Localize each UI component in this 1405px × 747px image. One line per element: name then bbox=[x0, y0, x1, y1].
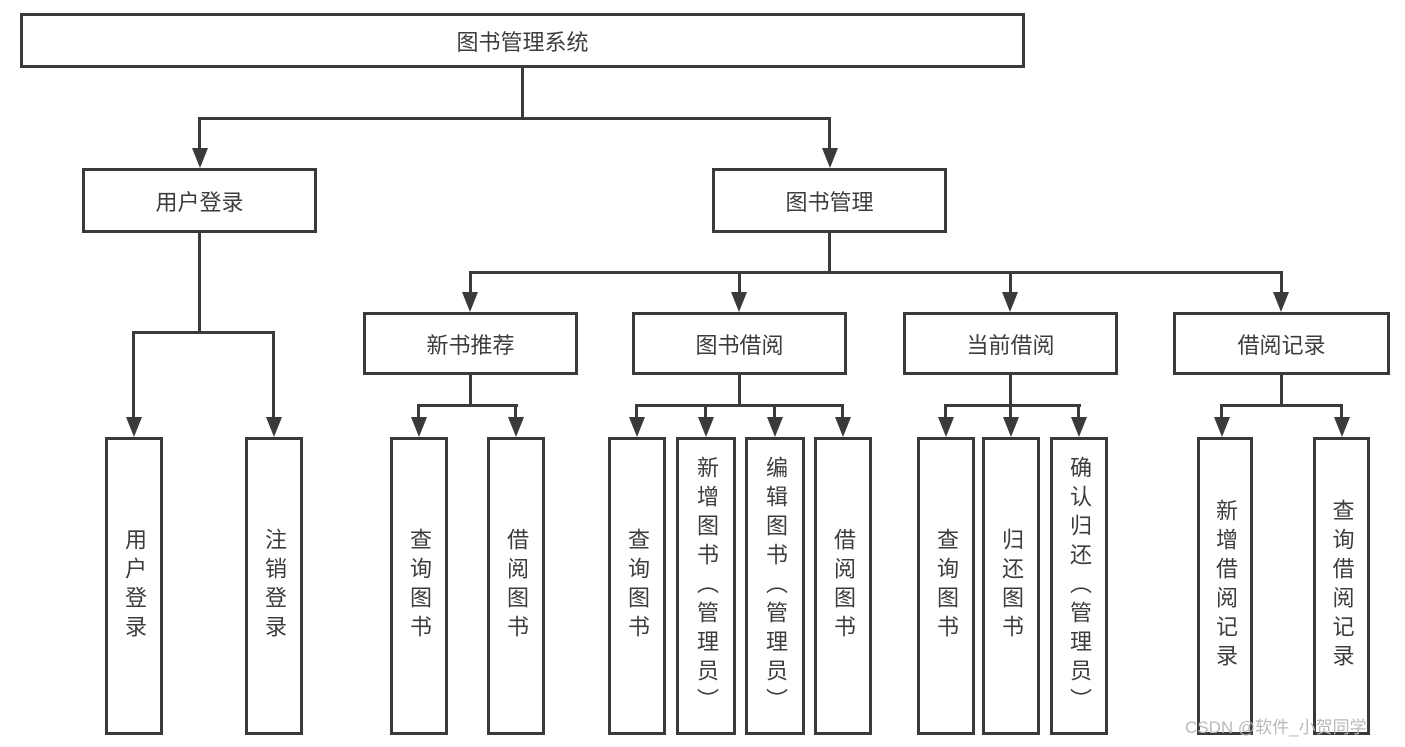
leaf-label: 查询图书 bbox=[625, 528, 650, 644]
connector-line bbox=[828, 233, 831, 274]
connector-line bbox=[198, 233, 201, 334]
connector-line bbox=[469, 375, 472, 407]
arrowhead-down-icon bbox=[266, 417, 282, 437]
leaf-edit-book-admin: 编辑图书（管理员） bbox=[745, 437, 805, 735]
connector-line bbox=[469, 271, 472, 293]
leaf-confirm-return-admin: 确认归还（管理员） bbox=[1050, 437, 1108, 735]
leaf-label: 查询图书 bbox=[407, 528, 432, 644]
arrowhead-down-icon bbox=[1071, 417, 1087, 437]
arrowhead-down-icon bbox=[126, 417, 142, 437]
leaf-query-borrow-record: 查询借阅记录 bbox=[1313, 437, 1370, 735]
arrowhead-down-icon bbox=[1214, 417, 1230, 437]
node-label: 当前借阅 bbox=[966, 332, 1055, 358]
connector-line bbox=[1280, 271, 1283, 293]
connector-line bbox=[1077, 404, 1080, 418]
arrowhead-down-icon bbox=[1273, 292, 1289, 312]
node-label: 图书借阅 bbox=[695, 332, 784, 358]
node-book-management: 图书管理 bbox=[712, 168, 947, 233]
connector-line bbox=[514, 404, 517, 418]
connector-line bbox=[198, 117, 201, 149]
connector-line bbox=[635, 404, 638, 418]
connector-line bbox=[1009, 375, 1012, 407]
connector-line bbox=[944, 404, 1081, 407]
node-label: 图书管理系统 bbox=[456, 29, 589, 55]
leaf-label: 归还图书 bbox=[999, 528, 1024, 644]
leaf-add-book-admin: 新增图书（管理员） bbox=[676, 437, 736, 735]
connector-line bbox=[469, 271, 1283, 274]
node-user-login: 用户登录 bbox=[82, 168, 317, 233]
arrowhead-down-icon bbox=[192, 148, 208, 168]
leaf-return-book: 归还图书 bbox=[982, 437, 1040, 735]
leaf-borrow-books-recommend: 借阅图书 bbox=[487, 437, 545, 735]
arrowhead-down-icon bbox=[835, 417, 851, 437]
arrowhead-down-icon bbox=[731, 292, 747, 312]
leaf-query-books-current: 查询图书 bbox=[917, 437, 975, 735]
leaf-label: 新增图书（管理员） bbox=[694, 455, 719, 717]
connector-line bbox=[738, 271, 741, 293]
arrowhead-down-icon bbox=[1003, 417, 1019, 437]
leaf-label: 查询借阅记录 bbox=[1329, 499, 1355, 673]
connector-line bbox=[841, 404, 844, 418]
connector-line bbox=[1220, 404, 1223, 418]
connector-line bbox=[132, 331, 275, 334]
connector-line bbox=[944, 404, 947, 418]
node-borrow-records: 借阅记录 bbox=[1173, 312, 1390, 375]
arrowhead-down-icon bbox=[822, 148, 838, 168]
connector-line bbox=[417, 404, 420, 418]
connector-line bbox=[198, 117, 831, 120]
arrowhead-down-icon bbox=[1334, 417, 1350, 437]
node-book-borrowing: 图书借阅 bbox=[632, 312, 847, 375]
arrowhead-down-icon bbox=[508, 417, 524, 437]
connector-line bbox=[828, 117, 831, 149]
connector-line bbox=[1220, 404, 1343, 407]
node-label: 借阅记录 bbox=[1237, 332, 1326, 358]
leaf-label: 新增借阅记录 bbox=[1213, 499, 1238, 673]
connector-line bbox=[1009, 271, 1012, 293]
arrowhead-down-icon bbox=[1002, 292, 1018, 312]
leaf-user-login: 用户登录 bbox=[105, 437, 163, 735]
leaf-label: 编辑图书（管理员） bbox=[763, 455, 788, 717]
leaf-add-borrow-record: 新增借阅记录 bbox=[1197, 437, 1253, 735]
connector-line bbox=[704, 404, 707, 418]
csdn-watermark: CSDN @软件_小贺同学 bbox=[1185, 718, 1367, 737]
node-library-management-system: 图书管理系统 bbox=[20, 13, 1025, 68]
leaf-query-books-borrow: 查询图书 bbox=[608, 437, 666, 735]
arrowhead-down-icon bbox=[411, 417, 427, 437]
arrowhead-down-icon bbox=[767, 417, 783, 437]
arrowhead-down-icon bbox=[462, 292, 478, 312]
leaf-label: 查询图书 bbox=[934, 528, 959, 644]
leaf-logout: 注销登录 bbox=[245, 437, 303, 735]
arrowhead-down-icon bbox=[698, 417, 714, 437]
connector-line bbox=[635, 404, 844, 407]
connector-line bbox=[1280, 375, 1283, 407]
node-label: 用户登录 bbox=[155, 189, 244, 215]
leaf-label: 借阅图书 bbox=[831, 528, 856, 644]
connector-line bbox=[417, 404, 518, 407]
connector-line bbox=[773, 404, 776, 418]
leaf-borrow-books: 借阅图书 bbox=[814, 437, 872, 735]
connector-line bbox=[738, 375, 741, 407]
connector-line bbox=[1009, 404, 1012, 418]
connector-line bbox=[132, 331, 135, 417]
node-new-book-recommend: 新书推荐 bbox=[363, 312, 578, 375]
node-current-borrowing: 当前借阅 bbox=[903, 312, 1118, 375]
leaf-label: 借阅图书 bbox=[504, 528, 529, 644]
connector-line bbox=[1340, 404, 1343, 418]
connector-line bbox=[521, 68, 524, 119]
arrowhead-down-icon bbox=[629, 417, 645, 437]
node-label: 图书管理 bbox=[785, 189, 874, 215]
leaf-label: 用户登录 bbox=[122, 528, 147, 644]
connector-line bbox=[272, 331, 275, 417]
leaf-query-books-recommend: 查询图书 bbox=[390, 437, 448, 735]
node-label: 新书推荐 bbox=[426, 332, 515, 358]
arrowhead-down-icon bbox=[938, 417, 954, 437]
leaf-label: 确认归还（管理员） bbox=[1067, 455, 1092, 717]
leaf-label: 注销登录 bbox=[262, 528, 287, 644]
